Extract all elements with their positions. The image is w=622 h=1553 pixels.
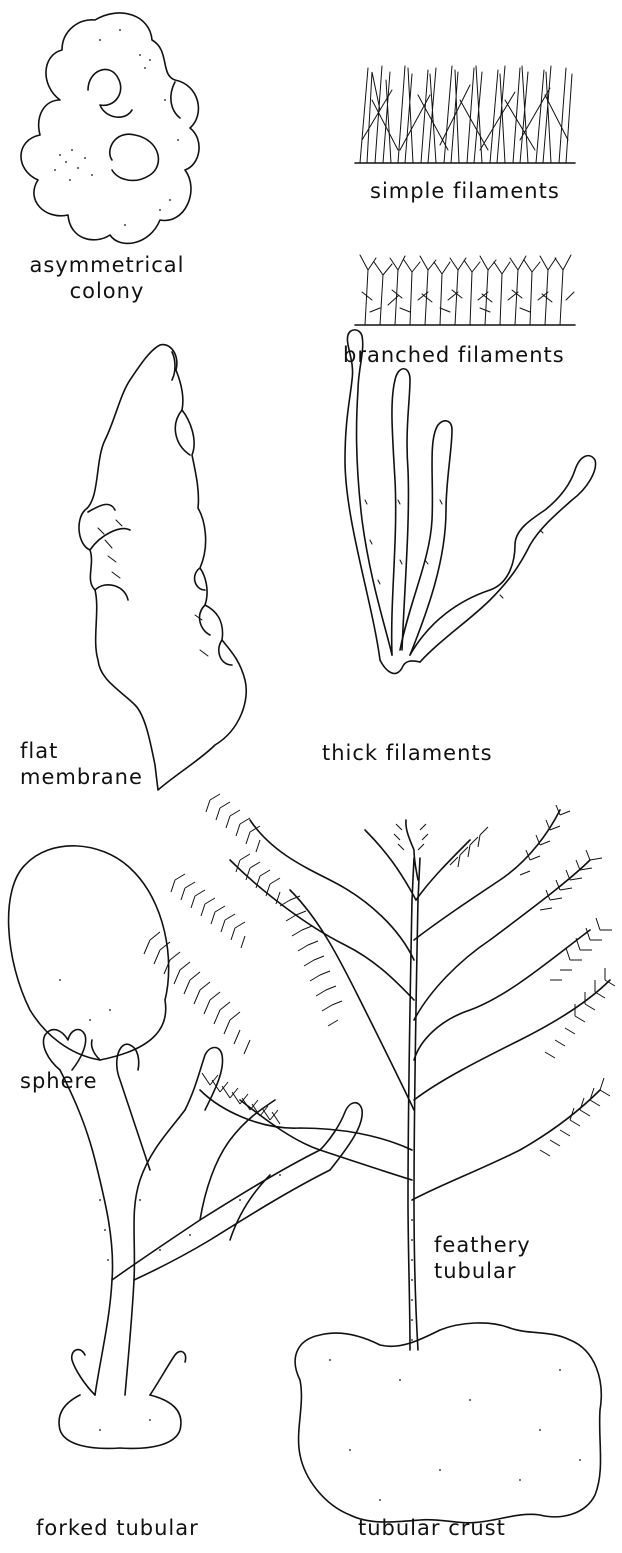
label-thick-filaments: thick filaments bbox=[322, 740, 493, 766]
label-sphere: sphere bbox=[20, 1068, 98, 1094]
tubular-crust-drawing bbox=[295, 1323, 601, 1523]
label-feathery-tubular: feathery tubular bbox=[434, 1232, 531, 1284]
asymmetrical-colony-drawing bbox=[21, 13, 199, 243]
label-asymmetrical-colony-line1: asymmetrical bbox=[22, 252, 192, 278]
label-flat-membrane-line1: flat bbox=[20, 738, 143, 764]
label-flat-membrane-line2: membrane bbox=[20, 764, 143, 790]
label-asymmetrical-colony: asymmetrical colony bbox=[22, 252, 192, 304]
label-feathery-tubular-line2: tubular bbox=[434, 1258, 531, 1284]
label-branched-filaments: branched filaments bbox=[343, 342, 565, 368]
label-asymmetrical-colony-line2: colony bbox=[22, 278, 192, 304]
feathery-tubular-drawing bbox=[144, 794, 615, 1350]
flat-membrane-drawing bbox=[79, 345, 246, 790]
branched-filaments-drawing bbox=[355, 255, 575, 325]
label-forked-tubular: forked tubular bbox=[36, 1515, 199, 1541]
simple-filaments-drawing bbox=[355, 66, 575, 163]
label-flat-membrane: flat membrane bbox=[20, 738, 143, 790]
label-tubular-crust: tubular crust bbox=[358, 1515, 506, 1541]
label-simple-filaments: simple filaments bbox=[370, 178, 560, 204]
thick-filaments-drawing bbox=[345, 330, 596, 674]
label-feathery-tubular-line1: feathery bbox=[434, 1232, 531, 1258]
